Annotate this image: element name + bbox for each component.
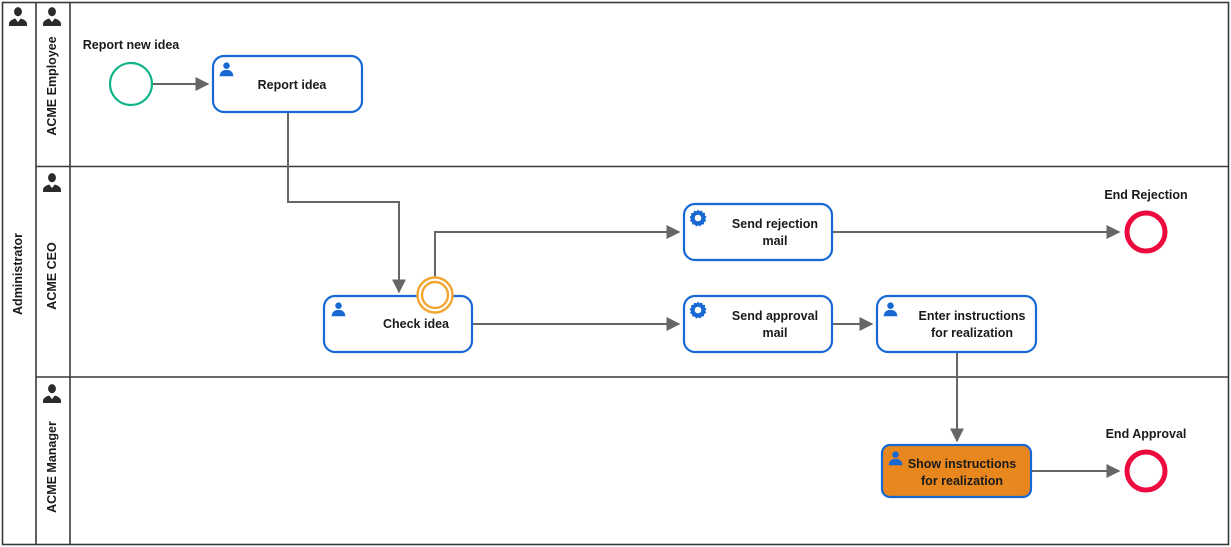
end-event-approval[interactable]: End Approval: [1106, 427, 1187, 493]
start-event-circle: [108, 61, 154, 107]
task-send-approval-mail-label-line2: mail: [762, 326, 787, 340]
task-send-rejection-mail-box: [682, 202, 834, 262]
task-send-rejection-mail[interactable]: Send rejection mail: [682, 202, 834, 262]
boundary-event-check-idea[interactable]: [416, 276, 454, 314]
start-event-report-new-idea[interactable]: Report new idea: [83, 38, 181, 107]
end-event-approval-circle: [1124, 449, 1168, 493]
task-show-instructions-label-line2: for realization: [921, 474, 1003, 488]
lane-acme-manager-label: ACME Manager: [45, 421, 59, 513]
task-report-idea[interactable]: Report idea: [211, 54, 364, 114]
task-show-instructions-box: [880, 443, 1033, 499]
task-send-approval-mail-label-line1: Send approval: [732, 309, 818, 323]
end-event-approval-label: End Approval: [1106, 427, 1187, 441]
task-send-rejection-mail-label-line2: mail: [762, 234, 787, 248]
task-report-idea-label: Report idea: [258, 78, 328, 92]
flow-boundary-to-send-rejection-mail[interactable]: [434, 225, 681, 292]
end-event-rejection-label: End Rejection: [1104, 188, 1187, 202]
lane-acme-ceo-label: ACME CEO: [45, 242, 59, 310]
start-event-label: Report new idea: [83, 38, 181, 52]
lane-acme-manager[interactable]: ACME Manager: [43, 384, 61, 513]
lane-acme-employee-label: ACME Employee: [45, 36, 59, 135]
task-enter-instructions-label-line1: Enter instructions: [919, 309, 1026, 323]
task-show-instructions-for-realization[interactable]: Show instructions for realization: [880, 443, 1033, 499]
task-report-idea-box: [211, 54, 364, 114]
task-show-instructions-label-line1: Show instructions: [908, 457, 1016, 471]
task-send-rejection-mail-label-line1: Send rejection: [732, 217, 818, 231]
lane-acme-ceo[interactable]: ACME CEO: [43, 173, 61, 310]
pool-title: Administrator: [11, 233, 25, 315]
end-event-rejection-circle: [1124, 210, 1168, 254]
flow-report-idea-to-check-idea[interactable]: [287, 112, 406, 294]
task-enter-instructions-box: [875, 294, 1038, 354]
task-enter-instructions-label-line2: for realization: [931, 326, 1013, 340]
lane-acme-employee[interactable]: ACME Employee: [43, 7, 61, 136]
boundary-event-inner-circle: [420, 280, 450, 310]
sequence-flows: [153, 77, 1121, 478]
task-send-approval-mail-box: [682, 294, 834, 354]
end-event-rejection[interactable]: End Rejection: [1104, 188, 1188, 254]
task-check-idea-label: Check idea: [383, 317, 450, 331]
task-send-approval-mail[interactable]: Send approval mail: [682, 294, 834, 354]
task-enter-instructions-for-realization[interactable]: Enter instructions for realization: [875, 294, 1038, 354]
